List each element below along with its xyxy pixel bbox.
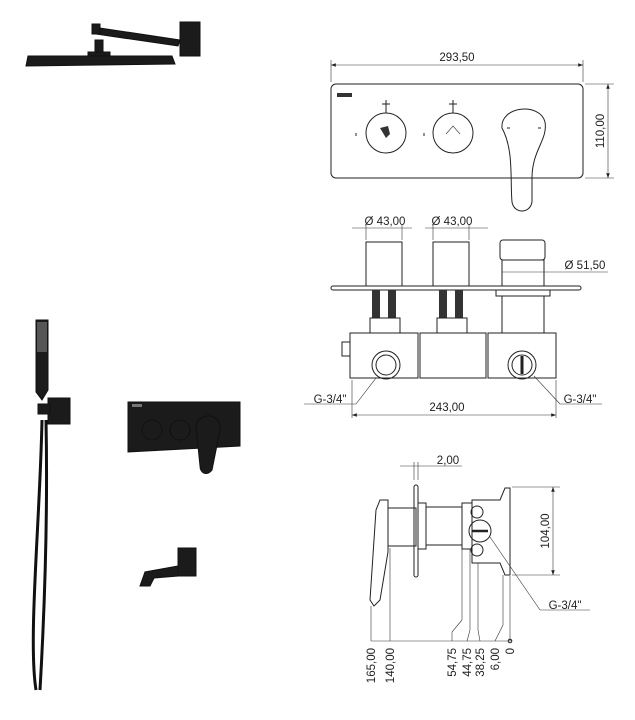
inlet-left-label: G-3/4" xyxy=(314,394,347,406)
front-view: 293,50 110,00 xyxy=(330,52,614,212)
height-dimension: 110,00 xyxy=(595,114,607,148)
rain-shower-head xyxy=(25,21,201,67)
knob1-diameter: Ø 43,00 xyxy=(365,216,406,228)
depth-165: 165,00 xyxy=(366,648,378,683)
depth-38-25: 38,25 xyxy=(475,648,487,677)
plate-thickness-dimension: 2,00 xyxy=(437,455,459,467)
section-view: Ø 43,00 Ø 43,00 Ø 51,50 243,00 G-3/4" G-… xyxy=(304,216,608,418)
concealed-mixer-plate xyxy=(127,401,241,474)
bath-spout xyxy=(139,547,197,587)
knob2-diameter: Ø 43,00 xyxy=(432,216,473,228)
depth-44-75: 44,75 xyxy=(462,648,474,677)
lever-diameter: Ø 51,50 xyxy=(565,260,606,272)
depth-6: 6,00 xyxy=(490,648,502,670)
hand-shower-with-hose xyxy=(31,319,71,691)
inlet-right-label: G-3/4" xyxy=(564,394,597,406)
depth-0: 0 xyxy=(505,648,517,654)
body-height-dimension: 104,00 xyxy=(540,513,552,548)
depth-54-75: 54,75 xyxy=(447,648,459,677)
width-dimension: 293,50 xyxy=(439,52,474,64)
depth-140: 140,00 xyxy=(385,648,397,683)
body-width-dimension: 243,00 xyxy=(429,402,464,414)
outlet-label: G-3/4" xyxy=(549,600,582,612)
side-view: 2,00 104,00 G-3/4" 165,00 140,00 54,75 4… xyxy=(366,455,590,683)
